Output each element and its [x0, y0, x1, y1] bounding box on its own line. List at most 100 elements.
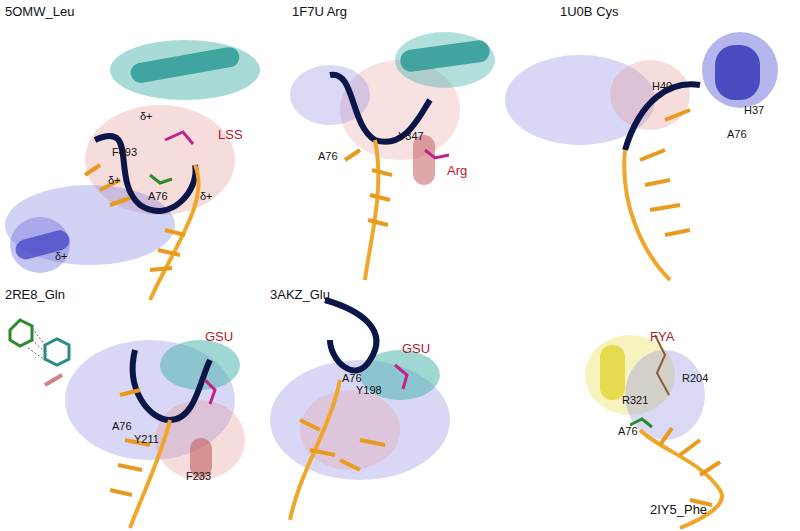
structure-shape [28, 348, 45, 360]
structure-shape [85, 165, 185, 270]
structure-shape [32, 340, 45, 352]
residue-label: R204 [682, 372, 708, 384]
structure-shape [85, 165, 100, 175]
structure-shape [715, 45, 760, 100]
structure-shape [118, 465, 142, 470]
structure-shape [600, 345, 625, 400]
structure-shape [130, 420, 170, 528]
panel-1f7u [290, 32, 495, 280]
structure-shape [340, 460, 360, 470]
structure-shape [110, 490, 132, 495]
structure-shape [425, 150, 449, 158]
residue-label: δ+ [200, 190, 213, 202]
structure-shape [372, 170, 392, 175]
structure-shape [45, 375, 62, 385]
structure-shape [399, 39, 491, 73]
residue-label: δ+ [55, 250, 68, 262]
structure-shape [155, 400, 245, 480]
residue-label: F233 [186, 470, 211, 482]
structure-shape [310, 450, 335, 455]
structure-shape [650, 205, 680, 210]
structure-shape [700, 462, 720, 475]
structure-shape [645, 180, 670, 185]
structure-shape [133, 350, 210, 420]
residue-label: Y211 [134, 433, 159, 445]
structure-shape [300, 420, 385, 470]
panel-title: 1F7U Arg [292, 5, 347, 19]
residue-label: H40 [652, 80, 672, 92]
structure-shape [150, 268, 172, 270]
structure-shape [345, 150, 360, 160]
residue-label: A76 [148, 190, 168, 202]
ligand-label: GSU [402, 342, 430, 356]
structure-shape [330, 75, 430, 142]
structure-shape [680, 440, 700, 455]
structure-shape [345, 150, 392, 225]
panel-2iy5 [585, 335, 722, 528]
panel-2re8 [10, 320, 245, 528]
structure-shape [665, 230, 690, 235]
structure-shape [300, 390, 400, 470]
structure-shape [660, 428, 672, 445]
structure-shape [625, 84, 700, 150]
structure-shape [150, 175, 172, 183]
residue-label: Y347 [398, 130, 424, 142]
structure-shape [95, 136, 196, 211]
structure-shape [205, 380, 215, 404]
panel-title: 5OMW_Leu [5, 5, 74, 19]
structure-shape [640, 110, 690, 235]
structure-shape [370, 195, 390, 200]
structure-shape [129, 46, 241, 85]
residue-label: δ+ [140, 110, 153, 122]
residue-label: A76 [618, 425, 638, 437]
panel-3akz [270, 300, 450, 520]
residue-label: A76 [318, 150, 338, 162]
structure-shape [395, 365, 407, 389]
ligand-label: FYA [650, 330, 674, 344]
residue-label: Y198 [356, 384, 382, 396]
structure-shape [395, 32, 495, 88]
structure-shape [10, 320, 32, 346]
structure-shape [300, 420, 320, 430]
structure-shape [165, 230, 185, 235]
structure-shape [665, 110, 690, 120]
panel-5omw [5, 40, 260, 300]
structure-shape [120, 390, 140, 395]
structure-shape [110, 198, 130, 205]
residue-label: δ+ [108, 174, 121, 186]
ligand-label: GSU [205, 330, 233, 344]
residue-label: A76 [342, 372, 362, 384]
residue-label: F493 [112, 146, 137, 158]
structure-shape [610, 60, 690, 130]
structure-shape [325, 300, 376, 370]
structure-shape [110, 40, 260, 100]
structure-shape [640, 430, 722, 528]
residue-label: R321 [622, 394, 648, 406]
structure-shape [158, 250, 180, 255]
residue-label: H37 [744, 104, 764, 116]
panel-title: 2IY5_Phe [650, 503, 707, 517]
structure-shape [368, 220, 388, 225]
structure-shape [660, 428, 720, 505]
structure-shape [290, 380, 340, 520]
panel-title: 3AKZ_Glu [270, 288, 330, 302]
structure-shape [413, 135, 435, 185]
ligand-label: LSS [218, 128, 243, 142]
panel-1u0b [505, 32, 778, 280]
structure-shape [13, 228, 71, 262]
structure-shape [28, 328, 45, 360]
residue-label: A76 [727, 128, 747, 140]
residue-label: A76 [112, 420, 132, 432]
structure-shape [150, 165, 199, 300]
panel-title: 2RE8_Gln [5, 288, 65, 302]
structure-shape [365, 140, 378, 280]
structure-shape [640, 150, 665, 160]
structure-shape [45, 339, 69, 365]
panel-title: 1U0B Cys [560, 5, 619, 19]
structure-shape [165, 132, 193, 144]
structure-shape [32, 328, 45, 345]
ligand-label: Arg [447, 164, 467, 178]
structure-shape [10, 320, 32, 346]
structure-shape [45, 339, 69, 365]
